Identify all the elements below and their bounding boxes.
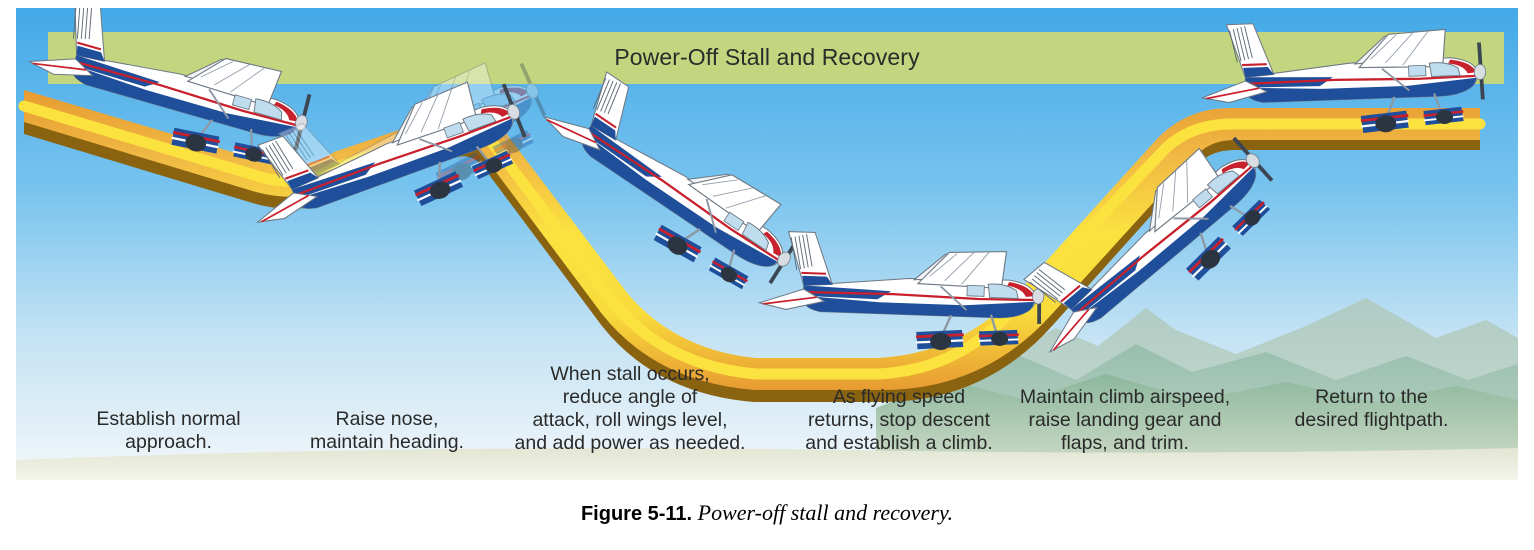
step-caption-2: Raise nose, maintain heading. xyxy=(310,408,464,453)
ground-plane xyxy=(16,448,1518,480)
illustration-panel: Power-Off Stall and Recovery Establish n… xyxy=(16,8,1518,480)
step-caption-6: Return to the desired flightpath. xyxy=(1294,386,1449,431)
scene-graphic xyxy=(16,8,1518,480)
step-caption-4: As flying speed returns, stop descent an… xyxy=(805,386,993,454)
step-caption-5: Maintain climb airspeed, raise landing g… xyxy=(1019,386,1231,454)
step-caption-3: When stall occurs, reduce angle of attac… xyxy=(514,363,746,454)
figure-caption-title: Power-off stall and recovery. xyxy=(697,500,954,525)
figure-caption-number: Figure 5-11. xyxy=(580,503,693,525)
step-caption-1: Establish normal approach. xyxy=(96,408,241,453)
figure-caption: Figure 5-11. Power-off stall and recover… xyxy=(0,500,1534,526)
